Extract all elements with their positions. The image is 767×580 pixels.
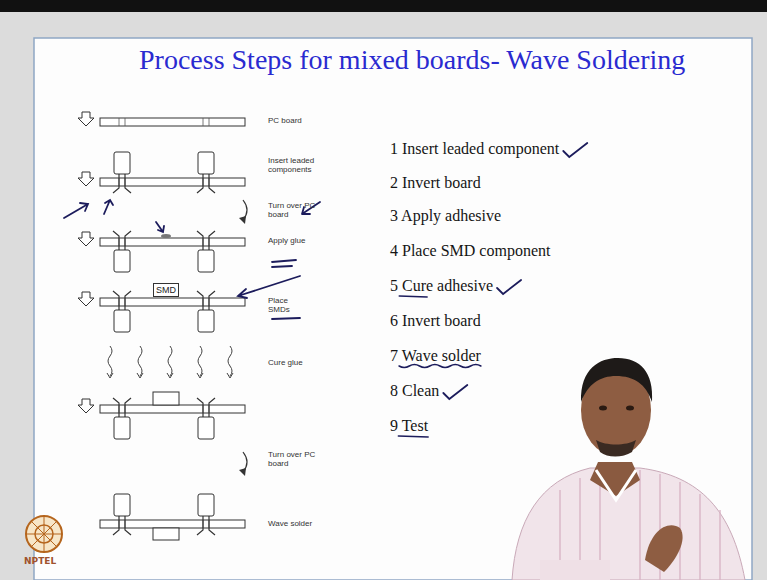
step-label-text: Turn over PC board: [268, 450, 315, 468]
process-step: 3 Apply adhesive: [390, 206, 501, 225]
process-step-text: 7 Wave solder: [390, 347, 481, 364]
slide-title-text: Process Steps for mixed boards- Wave Sol…: [139, 44, 685, 75]
process-step-text: 2 Invert board: [390, 174, 481, 191]
process-step: 1 Insert leaded component: [390, 139, 559, 158]
board-row-2: [78, 152, 245, 193]
step-label-text: Cure glue: [268, 358, 303, 367]
step-label: Turn over PC board: [268, 450, 316, 468]
tick-mark: [497, 280, 521, 294]
process-step: 8 Clean: [390, 381, 439, 400]
nptel-logo: [26, 516, 62, 552]
logo-text-text: NPTEL: [24, 556, 56, 566]
component-box: SMD: [153, 283, 179, 297]
process-step: 9 Test: [390, 416, 428, 435]
process-step-text: 6 Invert board: [390, 312, 481, 329]
tick-mark: [443, 385, 467, 399]
process-step: 7 Wave solder: [390, 346, 481, 365]
component-label: SMD: [156, 284, 176, 296]
slide-panel: [34, 38, 752, 580]
step-label: Apply glue: [268, 236, 308, 245]
process-step-text: 3 Apply adhesive: [390, 207, 501, 224]
board-label-text: PC board: [268, 116, 302, 125]
board-row-6: [100, 494, 245, 540]
process-step-text: 8 Clean: [390, 382, 439, 399]
step-label-text: Wave solder: [268, 519, 312, 528]
process-step-text: 9 Test: [390, 417, 428, 434]
step-label: Cure glue: [268, 358, 303, 367]
board-row-3: [78, 231, 245, 272]
cure-heat-arrows: [107, 346, 233, 378]
process-step-text: 1 Insert leaded component: [390, 140, 559, 157]
logo-text: NPTEL: [24, 556, 56, 566]
process-step: 4 Place SMD component: [390, 241, 550, 260]
step-label: Turn over PC board: [268, 201, 316, 219]
step-label: Wave solder: [268, 519, 312, 528]
video-band: [0, 0, 767, 12]
underline-mark: [399, 365, 481, 368]
turn-arrow: [239, 200, 247, 224]
step-label-text: Place SMDs: [268, 296, 290, 314]
presenter-figure: [512, 358, 745, 580]
board-label: PC board: [268, 116, 302, 125]
underline-mark: [399, 296, 427, 297]
step-label-text: Apply glue: [268, 236, 305, 245]
step-label-text: Turn over PC board: [268, 201, 315, 219]
process-step: 6 Invert board: [390, 311, 481, 330]
tick-mark: [563, 143, 587, 157]
slide-title: Process Steps for mixed boards- Wave Sol…: [139, 44, 685, 76]
process-step-text: 5 Cure adhesive: [390, 277, 493, 294]
step-label-text: Insert leaded components: [268, 156, 314, 174]
board-row-4: [78, 291, 245, 332]
underline-mark: [398, 436, 428, 437]
step-label: Insert leaded components: [268, 156, 326, 174]
process-step-text: 4 Place SMD component: [390, 242, 550, 259]
process-step: 2 Invert board: [390, 173, 481, 192]
board-row-5: [78, 392, 245, 439]
board-row-1: [78, 112, 245, 126]
handwritten-marks: [64, 200, 320, 319]
turn-arrow: [239, 452, 247, 476]
process-step: 5 Cure adhesive: [390, 276, 493, 295]
step-label: Place SMDs: [268, 296, 308, 314]
